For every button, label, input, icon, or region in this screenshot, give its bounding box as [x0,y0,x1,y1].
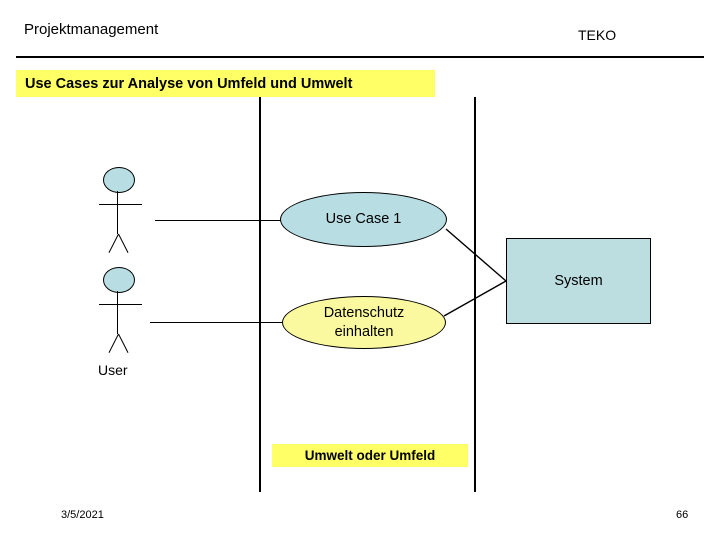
use-case-label-2-line2: einhalten [334,323,394,340]
boundary-line-right [474,97,476,492]
actor-leg-left-2 [108,333,119,353]
footer-page-number: 66 [676,509,689,521]
boundary-line-left [259,97,261,492]
actor-arms-1 [99,204,142,205]
actor-leg-right-1 [118,233,129,253]
association-line-actor2-usecase2 [150,322,283,323]
system-box-label: System [554,273,603,289]
header-right-title: TEKO [578,27,617,43]
boundary-label-band: Umwelt oder Umfeld [272,444,468,467]
system-box[interactable]: System [506,238,651,324]
header-left-title: Projektmanagement [24,21,159,38]
slide-title-band: Use Cases zur Analyse von Umfeld und Umw… [16,70,435,97]
actor-label-user: User [98,362,128,378]
actor-leg-right-2 [118,333,129,353]
actor-body-1 [117,191,118,234]
use-case-ellipse-1[interactable]: Use Case 1 [280,192,447,247]
boundary-label-text: Umwelt oder Umfeld [304,448,436,463]
actor-head-icon-1 [103,167,135,193]
slide-title-text: Use Cases zur Analyse von Umfeld und Umw… [25,75,353,92]
use-case-label-2: Datenschutz einhalten [324,304,405,340]
use-case-label-1: Use Case 1 [325,211,402,228]
header-divider [16,56,704,58]
use-case-ellipse-2[interactable]: Datenschutz einhalten [282,296,446,349]
connector-usecase1-system [445,228,507,282]
association-line-actor1-usecase1 [155,220,283,221]
actor-leg-left-1 [108,233,119,253]
use-case-label-2-line1: Datenschutz [323,305,405,322]
actor-arms-2 [99,304,142,305]
actor-body-2 [117,291,118,334]
footer-date: 3/5/2021 [61,509,104,521]
actor-head-icon-2 [103,267,135,293]
